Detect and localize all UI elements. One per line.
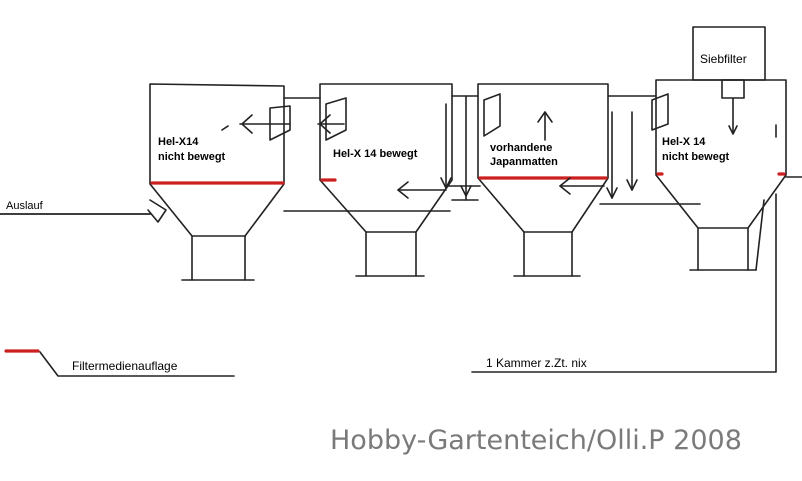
legend-label: Filtermedienauflage	[72, 359, 178, 373]
chamber-1-label-line2: nicht bewegt	[158, 151, 226, 163]
chamber-3	[477, 83, 609, 277]
chamber-2	[319, 83, 453, 277]
chamber-4-label-line1: Hel-X 14	[662, 136, 706, 148]
chamber-4-label-line2: nicht bewegt	[662, 151, 730, 163]
chamber-3-label-line1: vorhandene	[490, 142, 552, 154]
chamber-2-label: Hel-X 14 bewegt	[333, 148, 418, 160]
auslauf-label: Auslauf	[6, 200, 44, 212]
return-line	[471, 193, 777, 373]
chamber-1	[149, 83, 285, 281]
chamber-1-label-line1: Hel-X14	[158, 136, 199, 148]
siebfilter-label: Siebfilter	[700, 52, 747, 66]
kammer-label: 1 Kammer z.Zt. nix	[486, 356, 587, 370]
legend	[4, 349, 235, 377]
chamber-4	[655, 26, 787, 271]
connecting-pipes	[283, 95, 802, 212]
watermark: Hobby-Gartenteich/Olli.P 2008	[330, 425, 742, 456]
chamber-3-label-line2: Japanmatten	[490, 156, 558, 168]
flow-arrows	[221, 93, 669, 201]
